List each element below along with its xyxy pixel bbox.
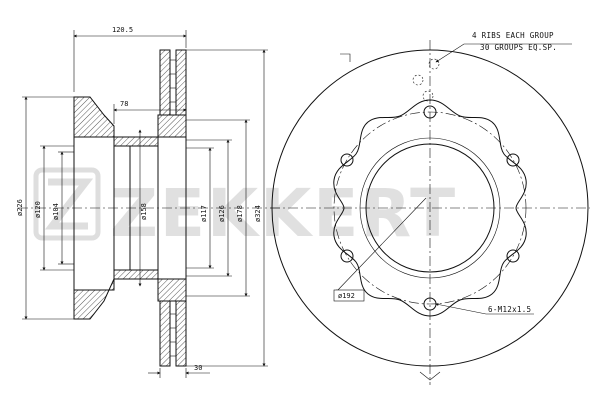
dim-d226: ø226: [16, 199, 24, 216]
dim-friction-width: 30: [194, 364, 202, 372]
hub-flange-outline: [333, 99, 527, 317]
friction-plate-outer-top: [159, 49, 171, 116]
friction-plate-outer-bottom: [159, 300, 171, 367]
dim-d324: ø324: [254, 205, 262, 222]
bore-chamfer: [359, 137, 501, 279]
watermark-text: ZEKKERT: [110, 175, 457, 252]
bolt-circle: [333, 111, 527, 305]
section-mark-bottom: [419, 371, 441, 381]
dim-hub-depth: 78: [120, 100, 128, 108]
disc-outer-edge: [271, 49, 589, 367]
dim-d120: ø120: [34, 201, 42, 218]
hat-wall-bottom: [113, 269, 159, 280]
bolt-hole: [340, 249, 354, 263]
front-view: 4 RIBS EACH GROUP 30 GROUPS EQ.SP. ø192 …: [270, 31, 590, 385]
rib-marker: [428, 58, 440, 70]
dim-d158: ø158: [140, 203, 148, 220]
ring-hub-neck-bottom: [157, 278, 187, 302]
dim-d117: ø117: [200, 205, 208, 222]
bolt-holes: [340, 105, 520, 311]
hub-flange-top: [73, 96, 115, 138]
ring-hub-neck-top: [157, 114, 187, 138]
dim-d178: ø178: [236, 205, 244, 222]
friction-plate-inner-top: [175, 49, 187, 116]
bolt-hole: [506, 249, 520, 263]
bolt-hole: [340, 153, 354, 167]
note-ribs-line1: 4 RIBS EACH GROUP: [472, 31, 554, 40]
note-ribs-line2: 30 GROUPS EQ.SP.: [480, 43, 557, 52]
dim-total-width: 120.5: [112, 26, 133, 34]
section-mark-top: [340, 53, 351, 62]
side-section-view: 120.5 78 30 ø226 ø120 ø104 ø158 ø117: [16, 26, 282, 378]
rib-marker: [412, 74, 424, 86]
hat-wall-top: [113, 136, 159, 147]
bolt-hole: [506, 153, 520, 167]
dim-d126: ø126: [218, 205, 226, 222]
center-bore: [365, 143, 495, 273]
dim-d104: ø104: [52, 203, 60, 220]
dim-bolts: 6-M12x1.5: [488, 305, 531, 314]
dim-bolt-circle: ø192: [338, 292, 355, 300]
bolt-hole: [423, 105, 437, 119]
watermark: ZEKKERT: [33, 167, 457, 252]
hub-flange-bottom: [73, 278, 115, 320]
rib-marker: [422, 90, 434, 102]
friction-plate-inner-bottom: [175, 300, 187, 367]
